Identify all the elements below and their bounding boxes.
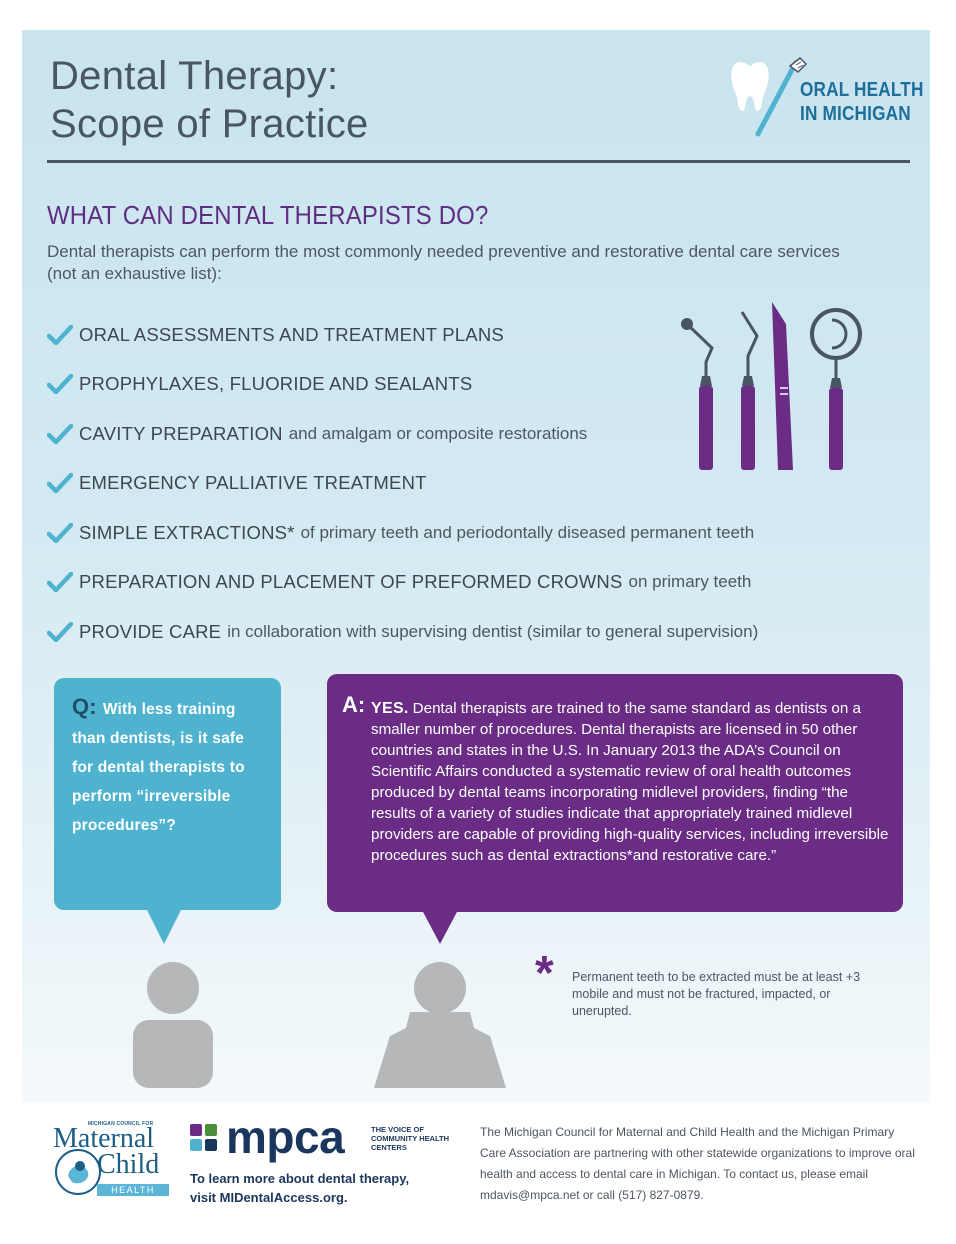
answer-lead: YES. <box>371 700 409 717</box>
list-item: PREPARATION AND PLACEMENT OF PREFORMED C… <box>47 558 897 608</box>
checkmark-icon <box>47 324 73 345</box>
checkmark-icon <box>47 621 73 642</box>
question-label: Q: <box>72 694 97 719</box>
section-intro: Dental therapists can perform the most c… <box>47 242 840 283</box>
checkmark-icon <box>47 522 73 543</box>
services-list: ORAL ASSESSMENTS AND TREATMENT PLANS PRO… <box>47 310 897 657</box>
mch-child-label: Child <box>97 1149 160 1180</box>
dental-tools-icon <box>681 302 862 470</box>
checkmark-icon <box>47 473 73 494</box>
answer-label: A: <box>342 692 366 717</box>
partnership-statement: The Michigan Council for Maternal and Ch… <box>480 1125 915 1202</box>
mch-health-label: HEALTH <box>97 1184 169 1196</box>
mpca-logo-mark-icon <box>190 1124 217 1151</box>
logo-line-2: IN MICHIGAN <box>800 103 911 125</box>
question-bubble-tail <box>146 908 182 944</box>
checkmark-icon <box>47 572 73 593</box>
logo-line-1: ORAL HEALTH <box>800 79 924 101</box>
question-bubble <box>54 678 281 910</box>
footnote-text: Permanent teeth to be extracted must be … <box>572 970 861 1018</box>
asterisk-marker: * <box>535 947 554 1000</box>
service-detail: on primary teeth <box>628 572 752 592</box>
page-title-line-1: Dental Therapy: <box>50 54 339 98</box>
oral-health-logo-text: ORAL HEALTH IN MICHIGAN <box>800 78 924 126</box>
service-title: EMERGENCY PALLIATIVE TREATMENT <box>79 472 427 494</box>
tooth-toothbrush-logo-icon <box>731 56 808 137</box>
mpca-wordmark: mpca <box>226 1111 345 1163</box>
list-item: PROPHYLAXES, FLUORIDE AND SEALANTS <box>47 360 897 410</box>
list-item: EMERGENCY PALLIATIVE TREATMENT <box>47 459 897 509</box>
page-title: Dental Therapy: Scope of Practice <box>50 52 369 148</box>
service-title: PROPHYLAXES, FLUORIDE AND SEALANTS <box>79 373 473 395</box>
answer-bubble <box>327 674 903 912</box>
question-text-block: Q:With less training than dentists, is i… <box>72 692 268 840</box>
service-detail: in collaboration with supervising dentis… <box>227 621 759 641</box>
learn-more-text: To learn more about dental therapy, visi… <box>190 1169 460 1207</box>
mch-maternal-label: Maternal <box>53 1123 155 1154</box>
service-detail: of primary teeth and periodontally disea… <box>300 522 755 542</box>
learn-more-line-1: To learn more about dental therapy, <box>190 1171 410 1186</box>
service-title: ORAL ASSESSMENTS AND TREATMENT PLANS <box>79 323 504 345</box>
list-item: ORAL ASSESSMENTS AND TREATMENT PLANS <box>47 310 897 360</box>
page-title-line-2: Scope of Practice <box>50 102 369 146</box>
list-item: PROVIDE CARE in collaboration with super… <box>47 607 897 657</box>
question-text: With less training than dentists, is it … <box>72 701 245 834</box>
list-item: CAVITY PREPARATION and amalgam or compos… <box>47 409 897 459</box>
mother-child-logo-icon <box>55 1149 101 1195</box>
answer-text: Dental therapists are trained to the sam… <box>371 700 889 864</box>
mpca-tagline: THE VOICE OF COMMUNITY HEALTH CENTERS <box>371 1125 450 1152</box>
service-detail: and amalgam or composite restorations <box>288 423 588 443</box>
answer-bubble-tail <box>422 910 458 944</box>
service-title: PROVIDE CARE <box>79 620 222 642</box>
service-title: PREPARATION AND PLACEMENT OF PREFORMED C… <box>79 571 623 593</box>
service-title: SIMPLE EXTRACTIONS* <box>79 521 295 543</box>
list-item: SIMPLE EXTRACTIONS* of primary teeth and… <box>47 508 897 558</box>
person-icon <box>133 962 213 1088</box>
service-title: CAVITY PREPARATION <box>79 422 283 444</box>
answer-text-block: YES.Dental therapists are trained to the… <box>371 698 891 866</box>
mch-council-label: MICHIGAN COUNCIL FOR <box>88 1121 154 1127</box>
person-icon <box>374 962 506 1088</box>
checkmark-icon <box>47 423 73 444</box>
learn-more-line-2: visit MIDentalAccess.org. <box>190 1190 348 1205</box>
section-heading: WHAT CAN DENTAL THERAPISTS DO? <box>47 200 489 230</box>
title-divider <box>47 160 910 163</box>
checkmark-icon <box>47 374 73 395</box>
